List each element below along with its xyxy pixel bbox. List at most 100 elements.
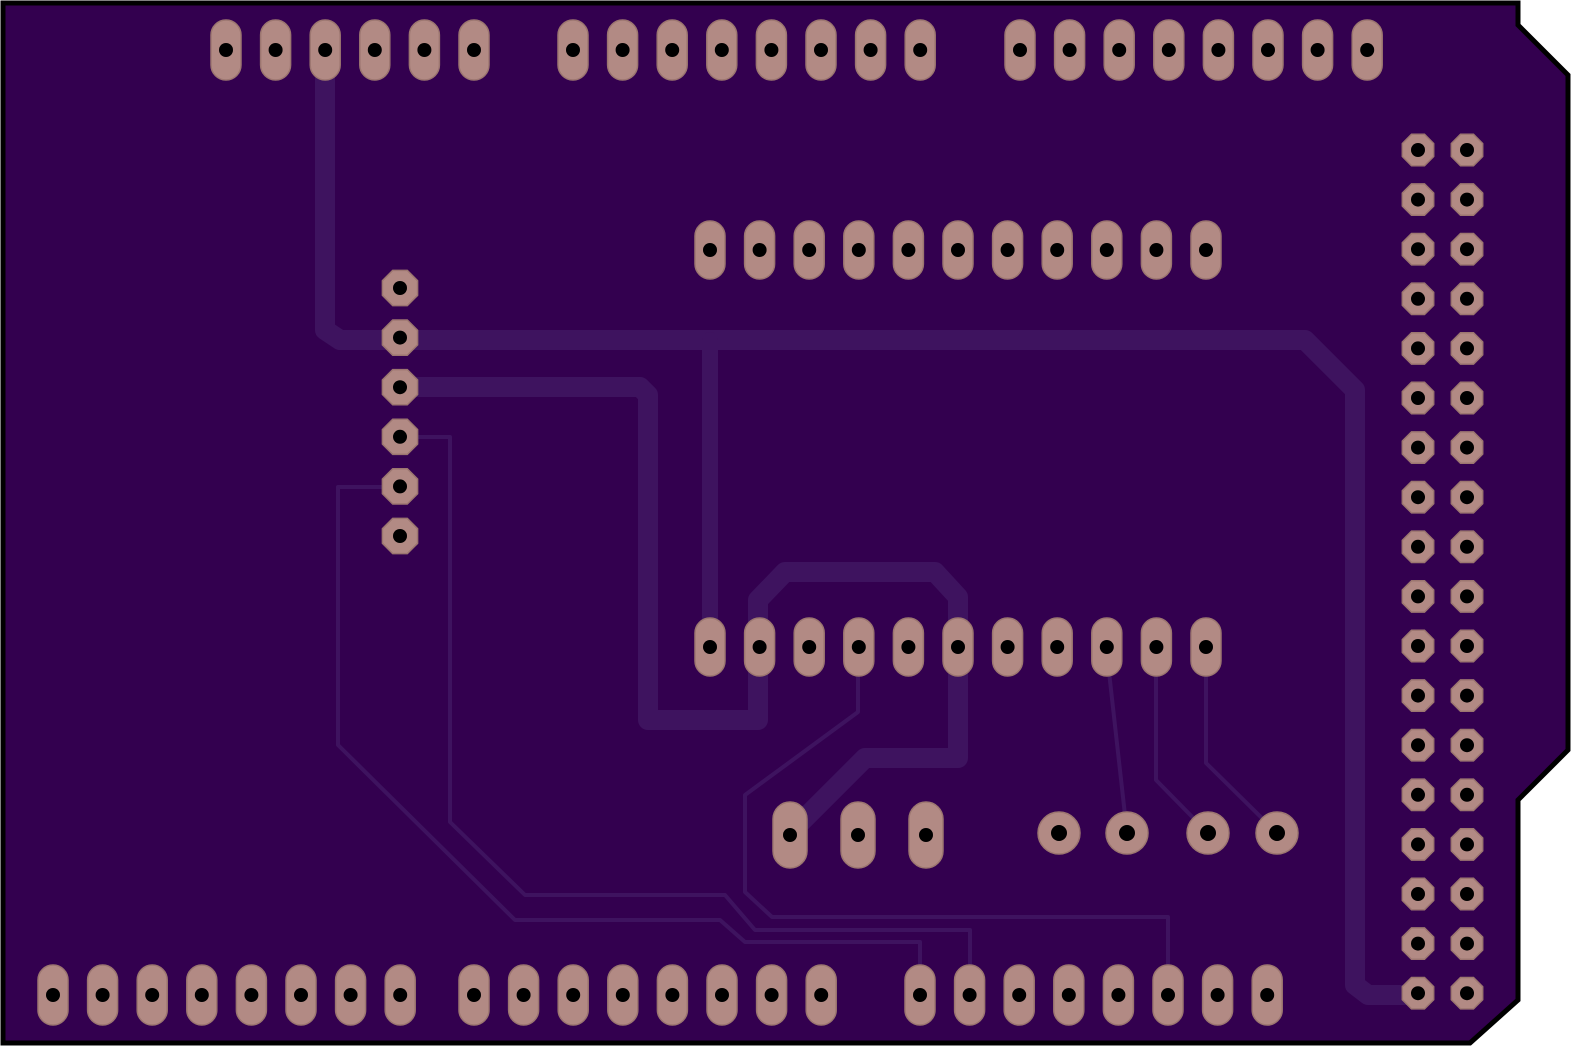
ic-upper-pin-7 <box>991 220 1024 280</box>
top-power-header-pin-5 <box>408 19 441 81</box>
drill-hole-icon <box>1411 837 1425 852</box>
drill-hole-icon <box>393 988 408 1002</box>
drill-hole-icon <box>1411 440 1425 455</box>
double-header-right-pin-14 <box>1450 778 1484 812</box>
drill-hole-icon <box>1460 738 1474 753</box>
trace-signal-6 <box>1204 643 1279 835</box>
top-digital-header-a-pin-3 <box>656 19 688 81</box>
trace-layer <box>315 40 1428 1005</box>
double-header-left-pin-4 <box>1401 282 1435 316</box>
top-digital-header-a-pin-2 <box>606 19 639 81</box>
drill-hole-icon <box>764 43 779 57</box>
drill-hole-icon <box>814 43 828 57</box>
double-header-right-pin-2 <box>1450 183 1484 217</box>
ic-upper-pin-8 <box>1041 220 1073 280</box>
drill-hole-icon <box>1000 640 1015 654</box>
trace-signal-1 <box>398 435 972 997</box>
drill-hole-icon <box>1149 243 1164 257</box>
drill-hole-icon <box>1051 825 1067 841</box>
drill-hole-icon <box>851 828 865 842</box>
ic-lower-pin-4 <box>843 617 875 677</box>
trace-signal-3 <box>743 643 1170 997</box>
drill-hole-icon <box>1161 43 1176 57</box>
drill-hole-icon <box>1460 787 1474 802</box>
double-header-right-pin-3 <box>1450 232 1484 266</box>
double-header-left-pin-6 <box>1401 381 1435 415</box>
drill-hole-icon <box>814 988 829 1002</box>
drill-hole-icon <box>1460 589 1474 604</box>
pad-layer <box>37 19 1484 1026</box>
double-header-right-pin-16 <box>1450 877 1484 911</box>
four-pin-connector-pin-3 <box>1186 811 1230 855</box>
drill-hole-icon <box>393 281 407 295</box>
three-pin-connector-pin-3 <box>908 801 944 869</box>
drill-hole-icon <box>1460 837 1474 852</box>
top-digital-header-a-pin-8 <box>904 19 936 81</box>
drill-hole-icon <box>1411 639 1425 653</box>
double-header-left-pin-13 <box>1401 728 1435 762</box>
drill-hole-icon <box>1269 825 1285 841</box>
drill-hole-icon <box>1460 936 1474 951</box>
drill-hole-icon <box>1099 640 1114 654</box>
drill-hole-icon <box>1460 490 1474 505</box>
drill-hole-icon <box>516 988 531 1002</box>
bottom-header-a-pin-6 <box>285 964 317 1026</box>
drill-hole-icon <box>393 380 407 395</box>
drill-hole-icon <box>1411 539 1425 554</box>
ic-lower-pin-2 <box>743 617 776 677</box>
drill-hole-icon <box>1310 43 1325 57</box>
bottom-header-a-pin-1 <box>37 964 69 1026</box>
drill-hole-icon <box>1411 589 1425 604</box>
drill-hole-icon <box>1460 291 1474 306</box>
drill-hole-icon <box>1460 341 1474 356</box>
double-header-right-pin-9 <box>1450 530 1484 564</box>
drill-hole-icon <box>1013 43 1027 57</box>
drill-hole-icon <box>1050 243 1065 257</box>
drill-hole-icon <box>703 243 717 257</box>
drill-hole-icon <box>1161 988 1175 1002</box>
drill-hole-icon <box>1460 986 1474 1001</box>
drill-hole-icon <box>417 43 432 57</box>
three-pin-connector-pin-2 <box>840 801 876 869</box>
drill-hole-icon <box>962 988 977 1002</box>
drill-hole-icon <box>1099 243 1114 257</box>
double-header-right-pin-11 <box>1450 629 1484 663</box>
drill-hole-icon <box>1460 539 1474 554</box>
double-header-right-pin-6 <box>1450 381 1484 415</box>
bottom-header-a-pin-8 <box>384 964 416 1026</box>
ic-upper-pin-10 <box>1140 220 1173 280</box>
drill-hole-icon <box>1411 391 1425 405</box>
three-pin-connector-pin-1 <box>772 801 808 869</box>
small-header-pin-3 <box>381 368 419 406</box>
double-header-right-pin-5 <box>1450 331 1484 365</box>
drill-hole-icon <box>367 43 382 57</box>
ic-upper-pin-2 <box>743 220 776 280</box>
drill-hole-icon <box>1062 43 1077 57</box>
trace-vcc-main <box>315 40 1428 1005</box>
double-header-left-pin-1 <box>1401 133 1435 167</box>
drill-hole-icon <box>1149 640 1164 654</box>
bottom-header-b-pin-8 <box>805 964 837 1026</box>
drill-hole-icon <box>1061 988 1076 1002</box>
drill-hole-icon <box>343 988 358 1002</box>
small-header-pin-6 <box>381 517 419 555</box>
bottom-header-c-pin-6 <box>1152 964 1184 1026</box>
drill-hole-icon <box>863 43 878 57</box>
ic-upper-pin-3 <box>793 220 825 280</box>
drill-hole-icon <box>1460 440 1474 455</box>
bottom-header-b-pin-7 <box>755 964 788 1026</box>
bottom-header-b-pin-3 <box>557 964 589 1026</box>
ic-lower-pin-3 <box>793 617 825 677</box>
drill-hole-icon <box>1460 242 1474 257</box>
top-power-header-pin-6 <box>458 19 490 81</box>
drill-hole-icon <box>1411 787 1425 802</box>
drill-hole-icon <box>1012 988 1027 1002</box>
double-header-right-pin-18 <box>1450 976 1484 1010</box>
drill-hole-icon <box>901 243 916 257</box>
drill-hole-icon <box>1119 825 1135 841</box>
ic-upper-pin-5 <box>892 220 925 280</box>
drill-hole-icon <box>752 640 767 654</box>
drill-hole-icon <box>1411 936 1425 951</box>
top-digital-header-a-pin-1 <box>557 19 589 81</box>
